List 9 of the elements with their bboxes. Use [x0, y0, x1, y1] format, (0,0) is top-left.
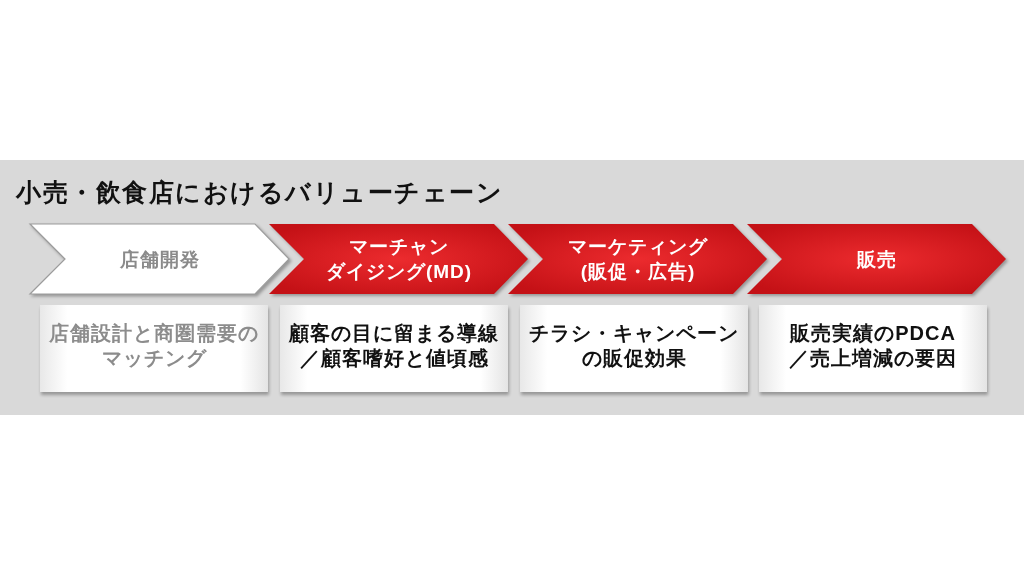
title: 小売・飲食店におけるバリューチェーン: [16, 177, 503, 207]
description-box: 店舗設計と商圏需要のマッチング: [40, 305, 268, 392]
chevron-step: マーケティング(販促・広告): [508, 224, 767, 294]
description-box: チラシ・キャンペーンの販促効果: [520, 305, 748, 392]
description-box: 顧客の目に留まる導線／顧客嗜好と値頃感: [280, 305, 508, 392]
chevron-step: 販売: [747, 224, 1006, 294]
description-box: 販売実績のPDCA／売上増減の要因: [759, 305, 987, 392]
chevron-step: 店舗開発: [30, 224, 289, 294]
chevron-step: マーチャンダイジング(MD): [269, 224, 528, 294]
